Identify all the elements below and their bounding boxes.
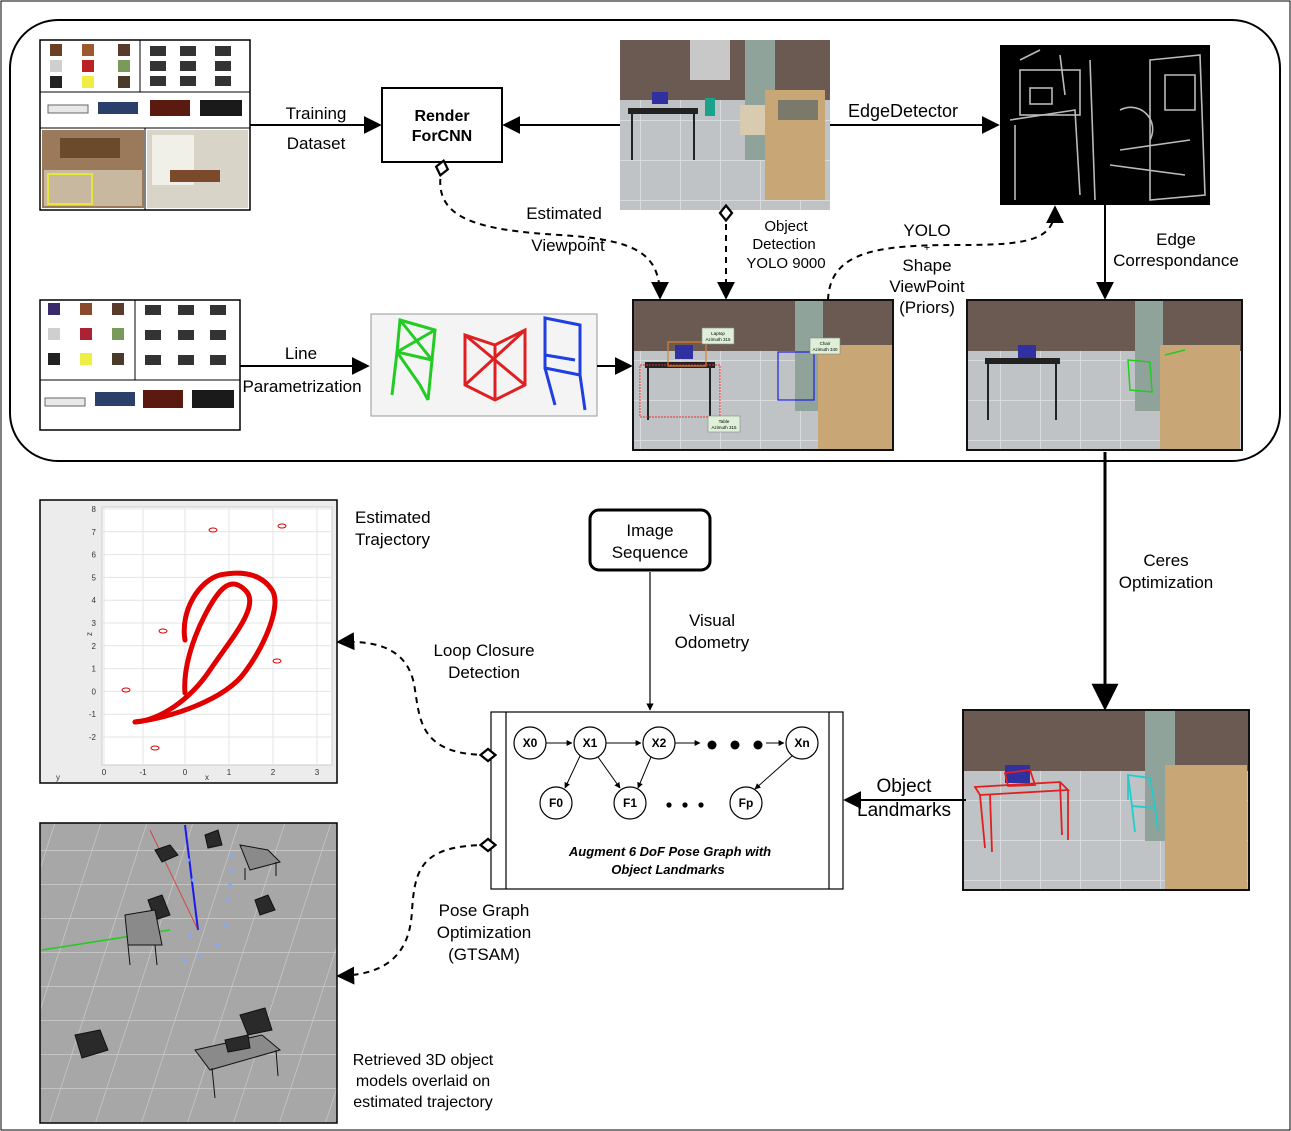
label-loop-detection: Detection (448, 663, 520, 682)
plot-y-tick: 3 (92, 619, 97, 628)
label-shape: Shape (902, 256, 951, 275)
label-yolo9000: YOLO 9000 (746, 255, 825, 272)
plot-x-tick: 0 (102, 768, 107, 777)
label-object-lm: Object (877, 776, 933, 797)
feature-node-f0-label: F0 (549, 796, 563, 810)
retrieved-3d-view (39, 822, 338, 1124)
plot-x-tick: -1 (139, 768, 147, 777)
plot-y-tick: -1 (89, 710, 97, 719)
feature-node-fp (729, 786, 763, 820)
label-detection: Detection (752, 236, 815, 253)
pose-node-xn (785, 726, 819, 760)
laptop-azimuth-label: Azimuth 315 (705, 337, 731, 342)
plot-y-tick: 6 (92, 551, 97, 560)
label-gtsam: (GTSAM) (448, 945, 520, 964)
label-estimated-traj: Estimated (355, 508, 431, 527)
object-landmarks-image (962, 709, 1250, 891)
plot-y-tick: 8 (92, 505, 97, 514)
label-landmarks: Landmarks (857, 800, 951, 821)
plot-y-tick: 4 (92, 596, 97, 605)
label-retrieved: Retrieved 3D object (353, 1052, 494, 1069)
plot-x-tick: 0 (183, 768, 188, 777)
label-odometry: Odometry (675, 633, 750, 652)
label-parametrization: Parametrization (242, 377, 361, 396)
image-sequence-line1: Image (626, 521, 673, 540)
pose-node-x0-label: X0 (523, 736, 538, 750)
plot-y-tick: 5 (92, 573, 97, 582)
feature-node-fp-label: Fp (739, 796, 754, 810)
pose-node-xn-label: Xn (794, 736, 809, 750)
label-loop-closure: Loop Closure (433, 641, 534, 660)
label-yolo-plus: + (924, 242, 930, 254)
label-models-overlaid: models overlaid on (356, 1073, 490, 1090)
plot-y-tick: 0 (92, 687, 97, 696)
plot-z-axis-label: z (85, 632, 94, 636)
label-estimated: Estimated (526, 204, 602, 223)
top-panel (9, 19, 1281, 462)
dashed-arrow-pose-graph (338, 845, 488, 976)
feature-node-f1 (613, 786, 647, 820)
label-ceres: Ceres (1143, 551, 1188, 570)
feature-node-f1-label: F1 (623, 796, 637, 810)
image-sequence-box (588, 508, 712, 572)
table-azimuth-label: Azimuth 315 (711, 425, 737, 430)
edge-detection-image (1000, 45, 1210, 205)
dashed-arrow-viewpoint (440, 168, 660, 298)
pose-graph-box: X0 X1 X2 Xn F0 F1 Fp Augment 6 DoF Pose … (490, 711, 844, 890)
plot-y-tick: 7 (92, 528, 97, 537)
label-estimated-trajectory: estimated trajectory (353, 1094, 493, 1111)
label-priors: (Priors) (899, 298, 955, 317)
plot-x-axis-label: x (205, 773, 209, 782)
wireframe-chairs-image (370, 313, 598, 417)
trajectory-plot: 8 7 6 5 4 3 2 1 0 -1 -2 0 -1 0 1 2 3 z x y (39, 499, 338, 784)
pose-node-x1-label: X1 (583, 736, 598, 750)
label-viewpoint: Viewpoint (531, 236, 605, 255)
feature-node-f0 (539, 786, 573, 820)
pose-graph-title-line1: Augment 6 DoF Pose Graph with (568, 844, 771, 859)
plot-x-tick: 2 (271, 768, 276, 777)
label-pose-graph: Pose Graph (439, 901, 530, 920)
table-detection-label: Table (719, 419, 730, 424)
label-training: Training (286, 104, 347, 123)
plot-x-tick: 1 (227, 768, 232, 777)
render-forcnn-box (381, 87, 503, 163)
laptop-detection-label: Laptop (711, 331, 725, 336)
label-trajectory: Trajectory (355, 530, 430, 549)
label-visual: Visual (689, 611, 735, 630)
pose-graph-title-line2: Object Landmarks (611, 862, 724, 877)
line-dataset-image (39, 299, 241, 431)
label-pgo-optimization: Optimization (437, 923, 531, 942)
plot-y-tick: 1 (92, 665, 97, 674)
render-forcnn-line2: ForCNN (412, 128, 472, 145)
plot-x-tick: 3 (315, 768, 320, 777)
label-edge: Edge (1156, 230, 1196, 249)
dashed-arrow-loop-closure (338, 642, 488, 755)
dashed-arrow-priors (827, 205, 1064, 301)
label-viewpoint-priors: ViewPoint (889, 277, 965, 296)
label-optimization: Optimization (1119, 573, 1213, 592)
plot-y-tick: 2 (92, 642, 97, 651)
pose-node-x2-label: X2 (652, 736, 667, 750)
label-line: Line (285, 344, 317, 363)
label-object: Object (764, 218, 808, 235)
label-correspondance: Correspondance (1113, 251, 1239, 270)
chair-detection-label: Chair (820, 341, 831, 346)
training-dataset-image (39, 39, 251, 211)
edge-correspondence-image (966, 299, 1243, 451)
plot-y-axis-label: y (56, 773, 60, 782)
detection-image: Laptop Azimuth 315 Chair Azimuth 340 Tab… (632, 299, 894, 451)
room-photo (620, 40, 830, 210)
chair-azimuth-label: Azimuth 340 (812, 347, 838, 352)
plot-y-tick: -2 (89, 733, 97, 742)
label-dataset: Dataset (287, 134, 346, 153)
render-forcnn-line1: Render (414, 108, 469, 125)
label-edge-detector: EdgeDetector (848, 101, 958, 121)
image-sequence-line2: Sequence (612, 543, 689, 562)
label-yolo: YOLO (903, 221, 950, 240)
